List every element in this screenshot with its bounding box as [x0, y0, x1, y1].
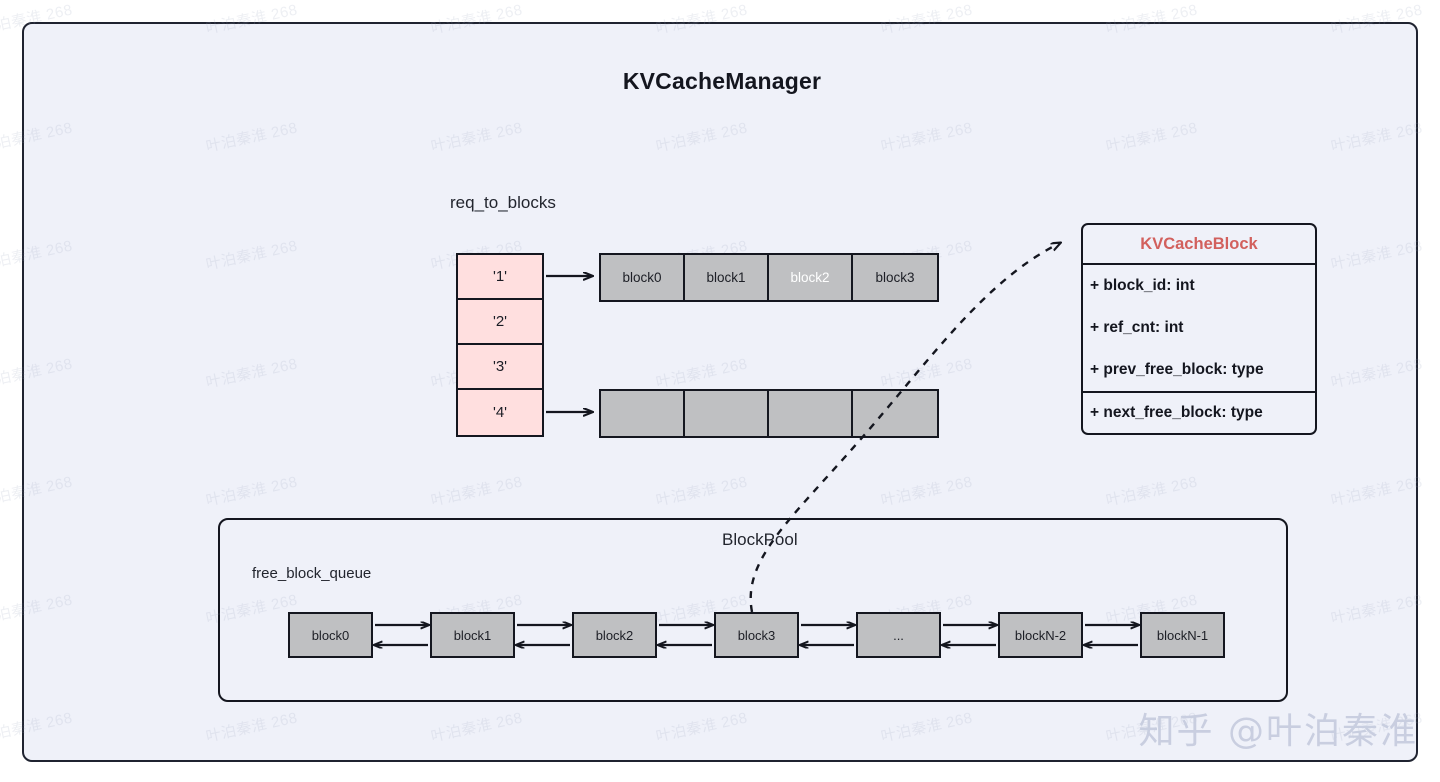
free-queue-block[interactable]: ...: [856, 612, 941, 658]
block-cell[interactable]: [685, 391, 769, 436]
req-to-blocks-cell[interactable]: '2': [458, 300, 542, 345]
req-to-blocks-label: req_to_blocks: [450, 193, 556, 212]
zhihu-watermark: 知乎 @叶泊秦淮: [1138, 711, 1418, 752]
req-to-blocks-cell[interactable]: '4': [458, 390, 542, 435]
block-cell[interactable]: [853, 391, 937, 436]
blockpool-label: BlockPool: [722, 530, 798, 549]
kvcacheblock-attribute: + block_id: int: [1090, 277, 1195, 294]
block-strip-req4: [599, 389, 939, 438]
block-cell[interactable]: block2: [769, 255, 853, 300]
free-queue-block[interactable]: blockN-2: [998, 612, 1083, 658]
free-queue-block[interactable]: block2: [572, 612, 657, 658]
block-cell[interactable]: [769, 391, 853, 436]
block-cell[interactable]: block1: [685, 255, 769, 300]
block-cell[interactable]: block3: [853, 255, 937, 300]
free-block-queue-label: free_block_queue: [252, 565, 372, 582]
kvcacheblock-attribute: + next_free_block: type: [1083, 391, 1315, 433]
free-queue-block[interactable]: block1: [430, 612, 515, 658]
free-queue-block[interactable]: block0: [288, 612, 373, 658]
kvcacheblock-class-title: KVCacheBlock: [1083, 225, 1315, 265]
kvcacheblock-attribute-list: + block_id: int + ref_cnt: int + prev_free…: [1083, 265, 1315, 433]
kvcacheblock-attribute: + ref_cnt: int: [1090, 319, 1184, 336]
req-to-blocks-table: '1''2''3''4': [456, 253, 544, 437]
kvcacheblock-class-box: KVCacheBlock + block_id: int + ref_cnt: i…: [1081, 223, 1317, 435]
page-title: KVCacheManager: [622, 68, 822, 94]
free-queue-block[interactable]: blockN-1: [1140, 612, 1225, 658]
block-cell[interactable]: block0: [601, 255, 685, 300]
req-to-blocks-cell[interactable]: '3': [458, 345, 542, 390]
free-queue-block[interactable]: block3: [714, 612, 799, 658]
block-cell[interactable]: [601, 391, 685, 436]
req-to-blocks-cell[interactable]: '1': [458, 255, 542, 300]
kvcacheblock-attribute: + prev_free_block: type: [1090, 361, 1264, 378]
